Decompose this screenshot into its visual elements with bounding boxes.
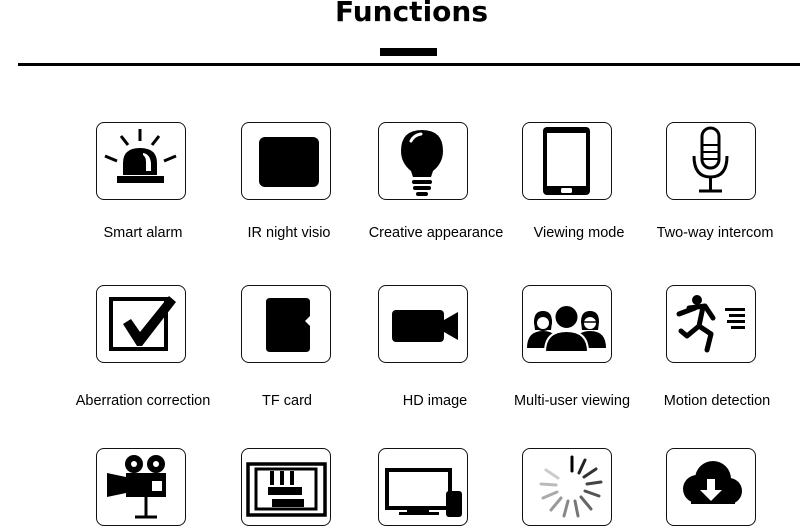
video-camera-icon (392, 310, 458, 342)
feature-label: HD image (402, 393, 468, 409)
feature-tile-aberration-correction (96, 285, 186, 363)
feature-tile-hd-image (378, 285, 468, 363)
feature-tile-viewing-mode (522, 122, 612, 200)
feature-tile-creative-appearance (378, 122, 468, 200)
feature-tile-cloud-download (666, 448, 756, 526)
feature-label: Smart alarm (103, 225, 183, 241)
feature-tile-multi-user-viewing (522, 285, 612, 363)
feature-label: Two-way intercom (656, 225, 774, 241)
title-accent-bar (380, 48, 437, 56)
ir-night-vision-icon (259, 137, 319, 187)
smartphone-icon (543, 127, 590, 195)
cloud-download-icon (683, 461, 742, 504)
monitor-icon (385, 468, 462, 517)
light-bulb-icon (401, 130, 443, 196)
film-projector-icon (107, 455, 166, 519)
user-group-icon (527, 304, 606, 353)
feature-tile-motion-detection (666, 285, 756, 363)
feature-label: IR night visio (247, 225, 331, 241)
loading-spinner-icon (539, 455, 603, 518)
running-person-icon (676, 295, 745, 353)
feature-tile-ir-night-vision (241, 122, 331, 200)
feature-tile-monitor (378, 448, 468, 526)
feature-label: Creative appearance (368, 225, 504, 241)
sd-card-icon (266, 298, 310, 352)
header-divider (18, 63, 800, 66)
feature-tile-tf-card (241, 285, 331, 363)
feature-tile-smart-alarm (96, 122, 186, 200)
feature-label: Aberration correction (75, 393, 211, 409)
feature-label: Viewing mode (533, 225, 625, 241)
checkbox-icon (109, 296, 176, 351)
feature-label: TF card (262, 393, 312, 409)
feature-tile-loading (522, 448, 612, 526)
feature-tile-two-way-intercom (666, 122, 756, 200)
feature-tile-projector (96, 448, 186, 526)
page-title: Functions (334, 0, 488, 28)
microphone-icon (692, 126, 729, 193)
display-card-icon (246, 462, 327, 517)
feature-label: Multi-user viewing (513, 393, 631, 409)
alarm-siren-icon (104, 129, 177, 183)
feature-label: Motion detection (663, 393, 771, 409)
feature-tile-display-card (241, 448, 331, 526)
